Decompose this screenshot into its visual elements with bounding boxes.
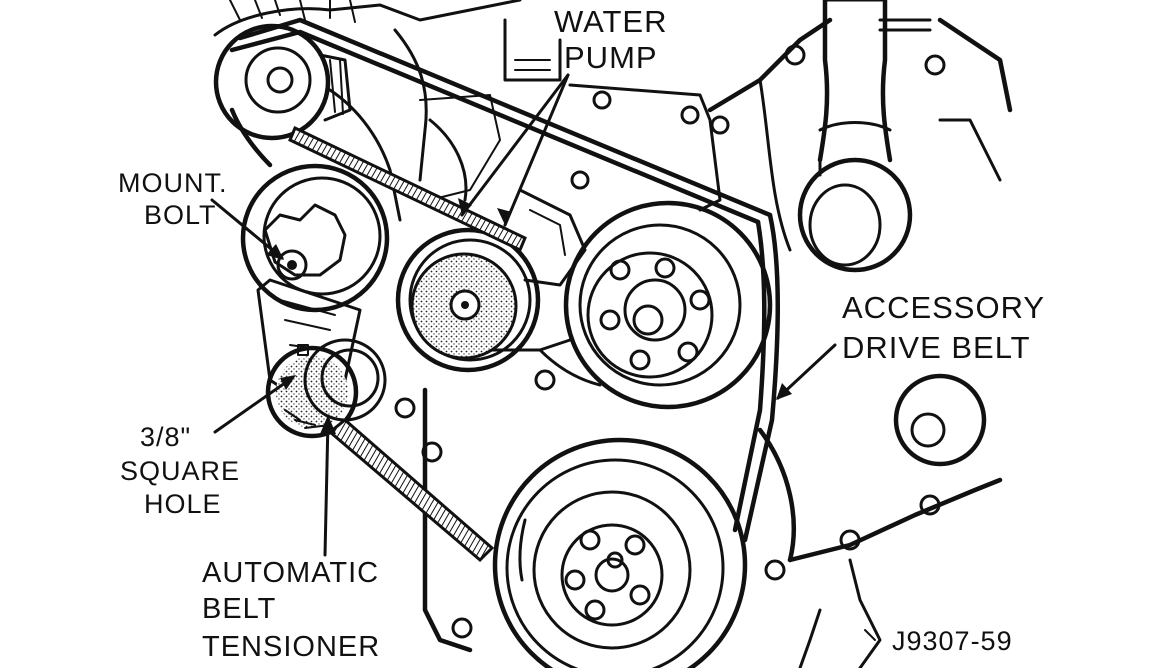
label-square-hole: 3/8" SQUARE HOLE <box>120 422 240 519</box>
tensioner-label-line2: BELT <box>202 593 276 625</box>
power-steering-pulley <box>563 200 773 410</box>
label-accessory-drive-belt: ACCESSORY DRIVE BELT <box>842 290 1045 365</box>
mount-bolt-label-line1: MOUNT. <box>118 168 228 198</box>
engine-block <box>213 0 1013 668</box>
water-pump-label-line2: PUMP <box>564 40 658 75</box>
accessory-drive-belt-label-line1: ACCESSORY <box>842 290 1045 325</box>
square-hole-label-line3: HOLE <box>144 489 222 519</box>
label-mount-bolt: MOUNT. BOLT <box>118 168 228 230</box>
water-pump-pulley <box>395 227 541 373</box>
figure-code: J9307-59 <box>892 626 1013 656</box>
tensioner-label-line3: TENSIONER <box>202 631 380 663</box>
mount-bolt-label-line2: BOLT <box>144 200 217 230</box>
label-automatic-belt-tensioner: AUTOMATIC BELT TENSIONER <box>202 557 380 663</box>
tensioner-label-line1: AUTOMATIC <box>202 557 379 589</box>
accessory-drive-belt <box>229 17 781 563</box>
leader-lines <box>210 73 837 557</box>
square-hole-label-line2: SQUARE <box>120 456 240 486</box>
label-water-pump: WATER PUMP <box>554 4 668 75</box>
upper-left-pulley <box>213 23 352 141</box>
square-hole-label-line1: 3/8" <box>140 422 191 452</box>
crankshaft-pulley <box>492 437 748 668</box>
accessory-drive-belt-label-line2: DRIVE BELT <box>842 330 1031 365</box>
water-pump-label-line1: WATER <box>554 4 668 39</box>
